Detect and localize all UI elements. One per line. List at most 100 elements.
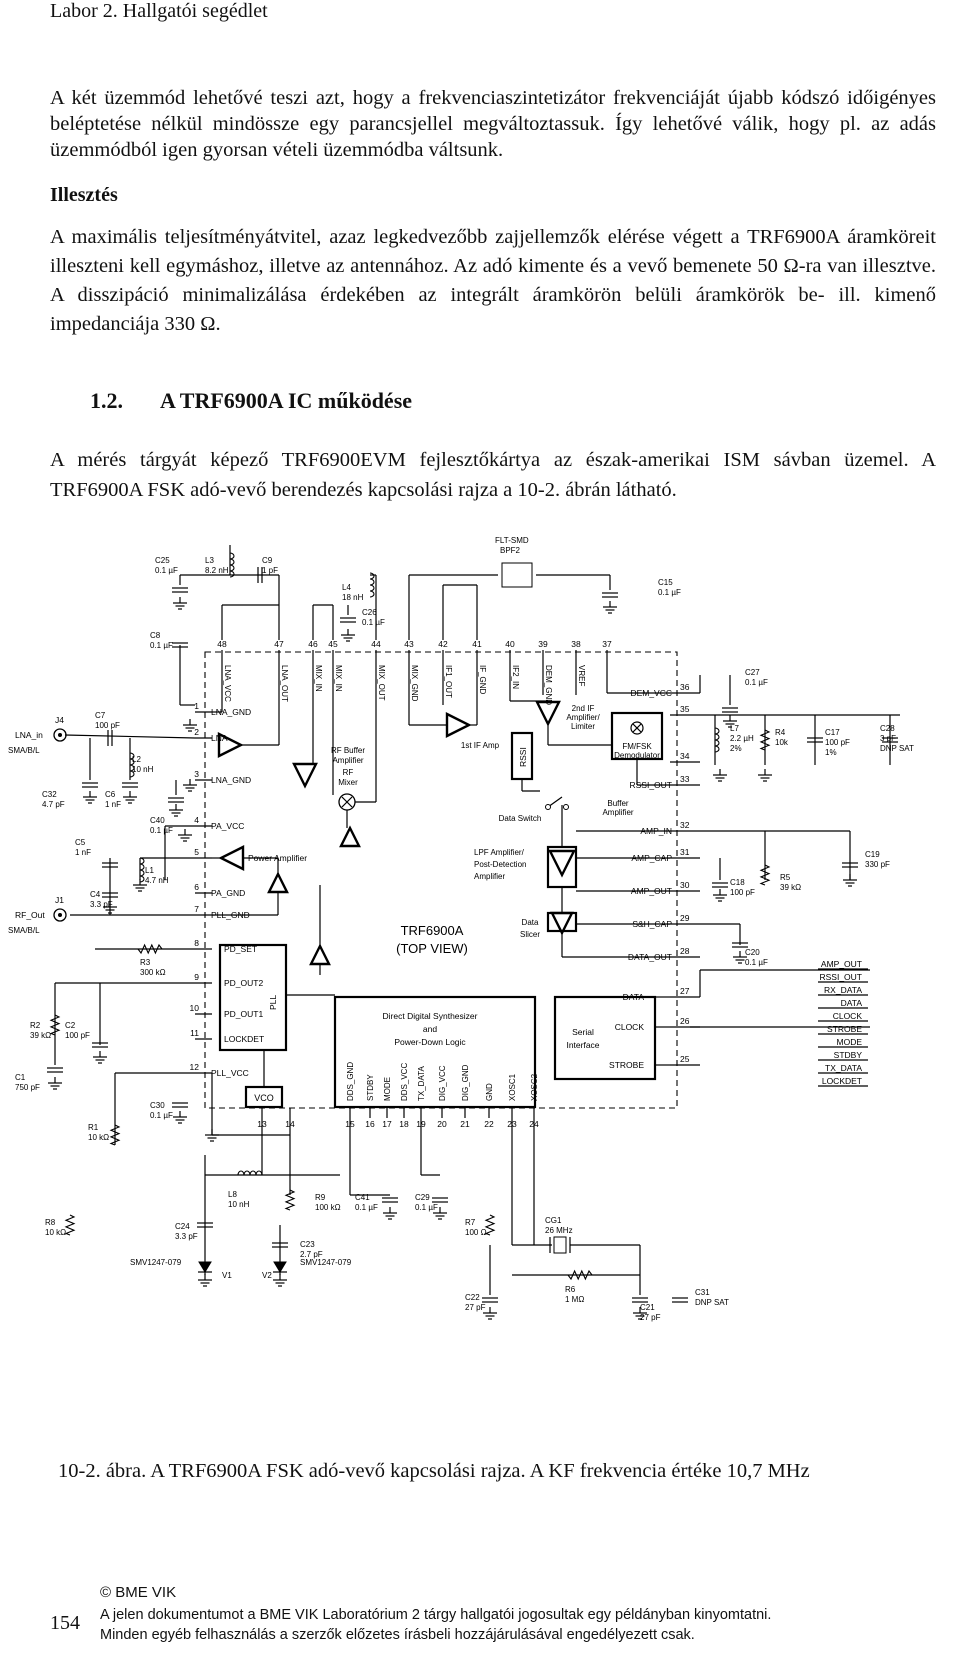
pin-number: 36 [680, 682, 690, 692]
resistor-r1 [109, 1124, 121, 1146]
component-ref: C23 [300, 1240, 315, 1249]
pin-number: 32 [680, 820, 690, 830]
component-ref: C4 [90, 890, 101, 899]
component-value: 27 pF [640, 1313, 661, 1322]
crystal-icon [553, 1236, 567, 1254]
pin-name: DEM_VCC [630, 688, 672, 698]
connector-ref: J1 [55, 895, 64, 905]
if-amplifier-icon [445, 712, 472, 738]
pin-name: DIG_VCC [438, 1065, 447, 1101]
component-ref: R3 [140, 958, 151, 967]
component-ref: C5 [75, 838, 86, 847]
pin-name: DATA_OUT [628, 952, 672, 962]
component-value: 10 nH [228, 1200, 250, 1209]
inductor-l1 [139, 857, 145, 883]
component-ref: R9 [315, 1193, 326, 1202]
rssi-block [510, 731, 534, 781]
component-value: 10k [775, 738, 789, 747]
buffer-amp-label: Buffer [607, 799, 629, 808]
component-value: 100 pF [825, 738, 850, 747]
resistor-r3 [137, 943, 163, 955]
pin-number: 5 [194, 847, 199, 857]
pa-driver-icon [267, 871, 289, 894]
serial-label: Interface [566, 1040, 599, 1050]
pin-name: DEM_GND [544, 665, 553, 705]
demodulator-icon [632, 723, 642, 733]
component-ref: R1 [88, 1123, 99, 1132]
pin-number: 12 [190, 1062, 200, 1072]
pin-number: 31 [680, 847, 690, 857]
rf-mixer-label: Mixer [338, 778, 358, 787]
external-wire [64, 734, 196, 739]
component-value: 100 pF [65, 1031, 90, 1040]
signal-label: STROBE [827, 1024, 862, 1034]
if-amp-label: 1st IF Amp [461, 741, 500, 750]
component-ref: C15 [658, 578, 673, 587]
lna-amplifier-icon [217, 732, 244, 758]
connector-icon [53, 908, 67, 922]
pll-buffer-icon [309, 943, 331, 966]
mixer-icon [341, 796, 353, 808]
pin-name: PLL_VCC [211, 1068, 249, 1078]
data-slicer-label: Data [522, 918, 539, 927]
pin-number: 6 [194, 882, 199, 892]
pin-number: 19 [416, 1119, 426, 1129]
component-ref: C1 [15, 1073, 26, 1082]
component-ref: L1 [145, 866, 154, 875]
slicer-block [546, 911, 578, 933]
component-ref: C40 [150, 816, 165, 825]
paragraph-modes: A két üzemmód lehetővé teszi azt, hogy a… [50, 87, 936, 161]
serial-label: Serial [572, 1027, 594, 1037]
pin-number: 47 [274, 639, 284, 649]
component-value: 2.7 pF [300, 1250, 323, 1259]
pin-number: 30 [680, 880, 690, 890]
pin-name: MIX_IN [334, 665, 343, 692]
pin-number: 1 [194, 701, 199, 711]
data-switch-label: Data Switch [499, 814, 542, 823]
component-value: 1 MΩ [565, 1295, 584, 1304]
pin-name: IF_GND [478, 665, 487, 695]
power-amplifier-icon [218, 845, 245, 871]
demodulator-block [610, 711, 664, 761]
component-ref: C21 [640, 1303, 655, 1312]
signal-label: MODE [837, 1037, 863, 1047]
component-ref: C18 [730, 878, 745, 887]
vco-block [244, 1085, 284, 1109]
component-value: 4.7 nH [145, 876, 169, 885]
component-value: DNP SAT [695, 1298, 729, 1307]
component-value: 2% [730, 744, 742, 753]
component-ref: C30 [150, 1101, 165, 1110]
footer-line-2: Minden egyéb felhasználás a szerzők előz… [100, 1627, 695, 1643]
pin-name: RSSI_OUT [629, 780, 672, 790]
signal-label: AMP_OUT [821, 959, 862, 969]
pin-name: VREF [577, 665, 586, 686]
chip-name: TRF6900A [401, 923, 464, 938]
section-title: A TRF6900A IC működése [160, 388, 413, 413]
pin-number: 40 [505, 639, 515, 649]
resistor-r5 [759, 864, 771, 886]
pin-name: MIX_IN [314, 665, 323, 692]
heading-illesztes: Illesztés [50, 184, 118, 206]
resistor-r9 [284, 1189, 296, 1211]
pin-name: DDS_VCC [400, 1063, 409, 1101]
pin-number: 3 [194, 769, 199, 779]
pin-number: 14 [285, 1119, 295, 1129]
pin-name: GND [485, 1083, 494, 1101]
component-value: SMV1247-079 [130, 1258, 182, 1267]
component-ref: C22 [465, 1293, 480, 1302]
pin-name: PD_OUT1 [224, 1009, 263, 1019]
pin-number: 34 [680, 751, 690, 761]
component-ref: L2 [132, 755, 141, 764]
rf-mixer-label: RF [343, 768, 354, 777]
component-ref: C29 [415, 1193, 430, 1202]
component-ref: C41 [355, 1193, 370, 1202]
component-value: 18 nH [342, 593, 364, 602]
component-value: 1 nF [105, 800, 121, 809]
component-value: 1 pF [262, 566, 278, 575]
if2-amp-label: Limiter [571, 722, 595, 731]
component-value: 2.2 µH [730, 734, 754, 743]
switch-contact-icon [563, 804, 569, 810]
varactor-icon [273, 1261, 287, 1273]
component-value: 39 kΩ [780, 883, 801, 892]
component-ref: L3 [205, 556, 214, 565]
